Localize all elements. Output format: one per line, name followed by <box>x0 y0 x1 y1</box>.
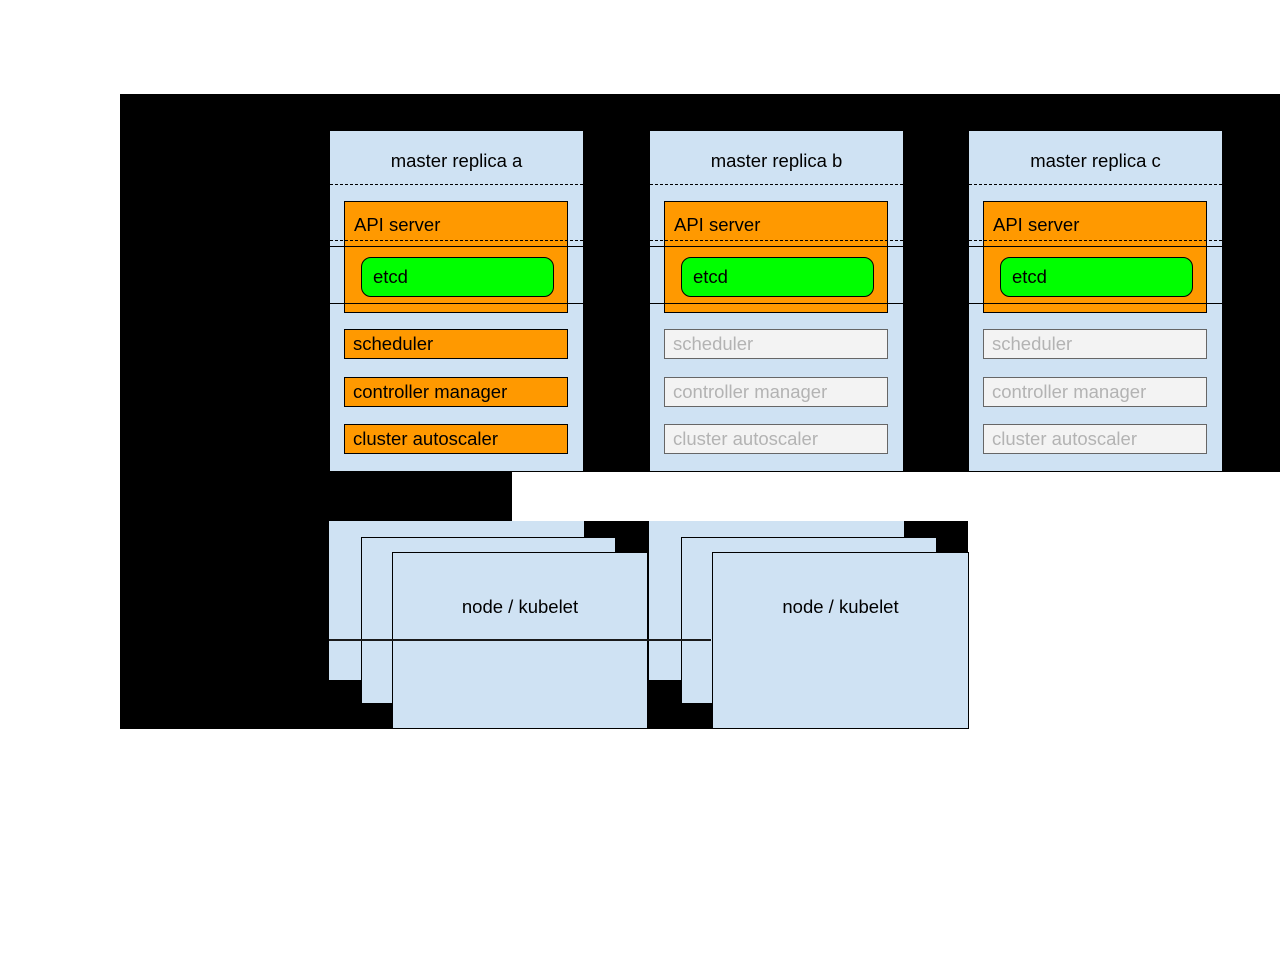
node-stack2-front-box <box>712 552 969 729</box>
etcd-label: etcd <box>373 266 408 287</box>
cluster-autoscaler-box: cluster autoscaler <box>983 424 1207 454</box>
etcd-box <box>681 257 874 297</box>
replica-title: master replica a <box>390 150 523 171</box>
node-kubelet-label: node / kubelet <box>461 596 579 617</box>
separator-solid-line <box>650 246 903 247</box>
master-replica-c-panel: master replica c API server etcd schedul… <box>968 130 1223 472</box>
etcd-box <box>1000 257 1193 297</box>
node-kubelet-label: node / kubelet <box>782 596 899 617</box>
separator-solid-line <box>330 303 583 304</box>
etcd-label: etcd <box>1012 266 1047 287</box>
separator-dashed-line <box>650 184 903 185</box>
master-replica-b-panel: master replica b API server etcd schedul… <box>649 130 904 472</box>
master-replica-a-panel: master replica a API server etcd schedul… <box>329 130 584 472</box>
node-stack1-front-box <box>392 552 648 729</box>
controller-manager-box: controller manager <box>983 377 1207 407</box>
separator-dashed-line <box>650 240 903 241</box>
scheduler-box: scheduler <box>983 329 1207 359</box>
separator-solid-line <box>969 246 1222 247</box>
api-server-label: API server <box>674 214 761 235</box>
separator-dashed-line <box>969 240 1222 241</box>
background-region-middle-left <box>120 472 512 521</box>
replica-title: master replica c <box>1030 150 1161 171</box>
controller-manager-box: controller manager <box>664 377 888 407</box>
separator-solid-line <box>650 303 903 304</box>
api-server-label: API server <box>354 214 441 235</box>
controller-manager-box: controller manager <box>344 377 568 407</box>
etcd-label: etcd <box>693 266 728 287</box>
cluster-autoscaler-box: cluster autoscaler <box>344 424 568 454</box>
cluster-autoscaler-box: cluster autoscaler <box>664 424 888 454</box>
separator-solid-line <box>330 246 583 247</box>
separator-dashed-line <box>969 184 1222 185</box>
node-divider-line <box>329 638 711 641</box>
separator-solid-line <box>969 303 1222 304</box>
scheduler-box: scheduler <box>344 329 568 359</box>
separator-dashed-line <box>330 184 583 185</box>
etcd-box <box>361 257 554 297</box>
api-server-label: API server <box>993 214 1080 235</box>
replica-title: master replica b <box>710 150 843 171</box>
separator-dashed-line <box>330 240 583 241</box>
scheduler-box: scheduler <box>664 329 888 359</box>
